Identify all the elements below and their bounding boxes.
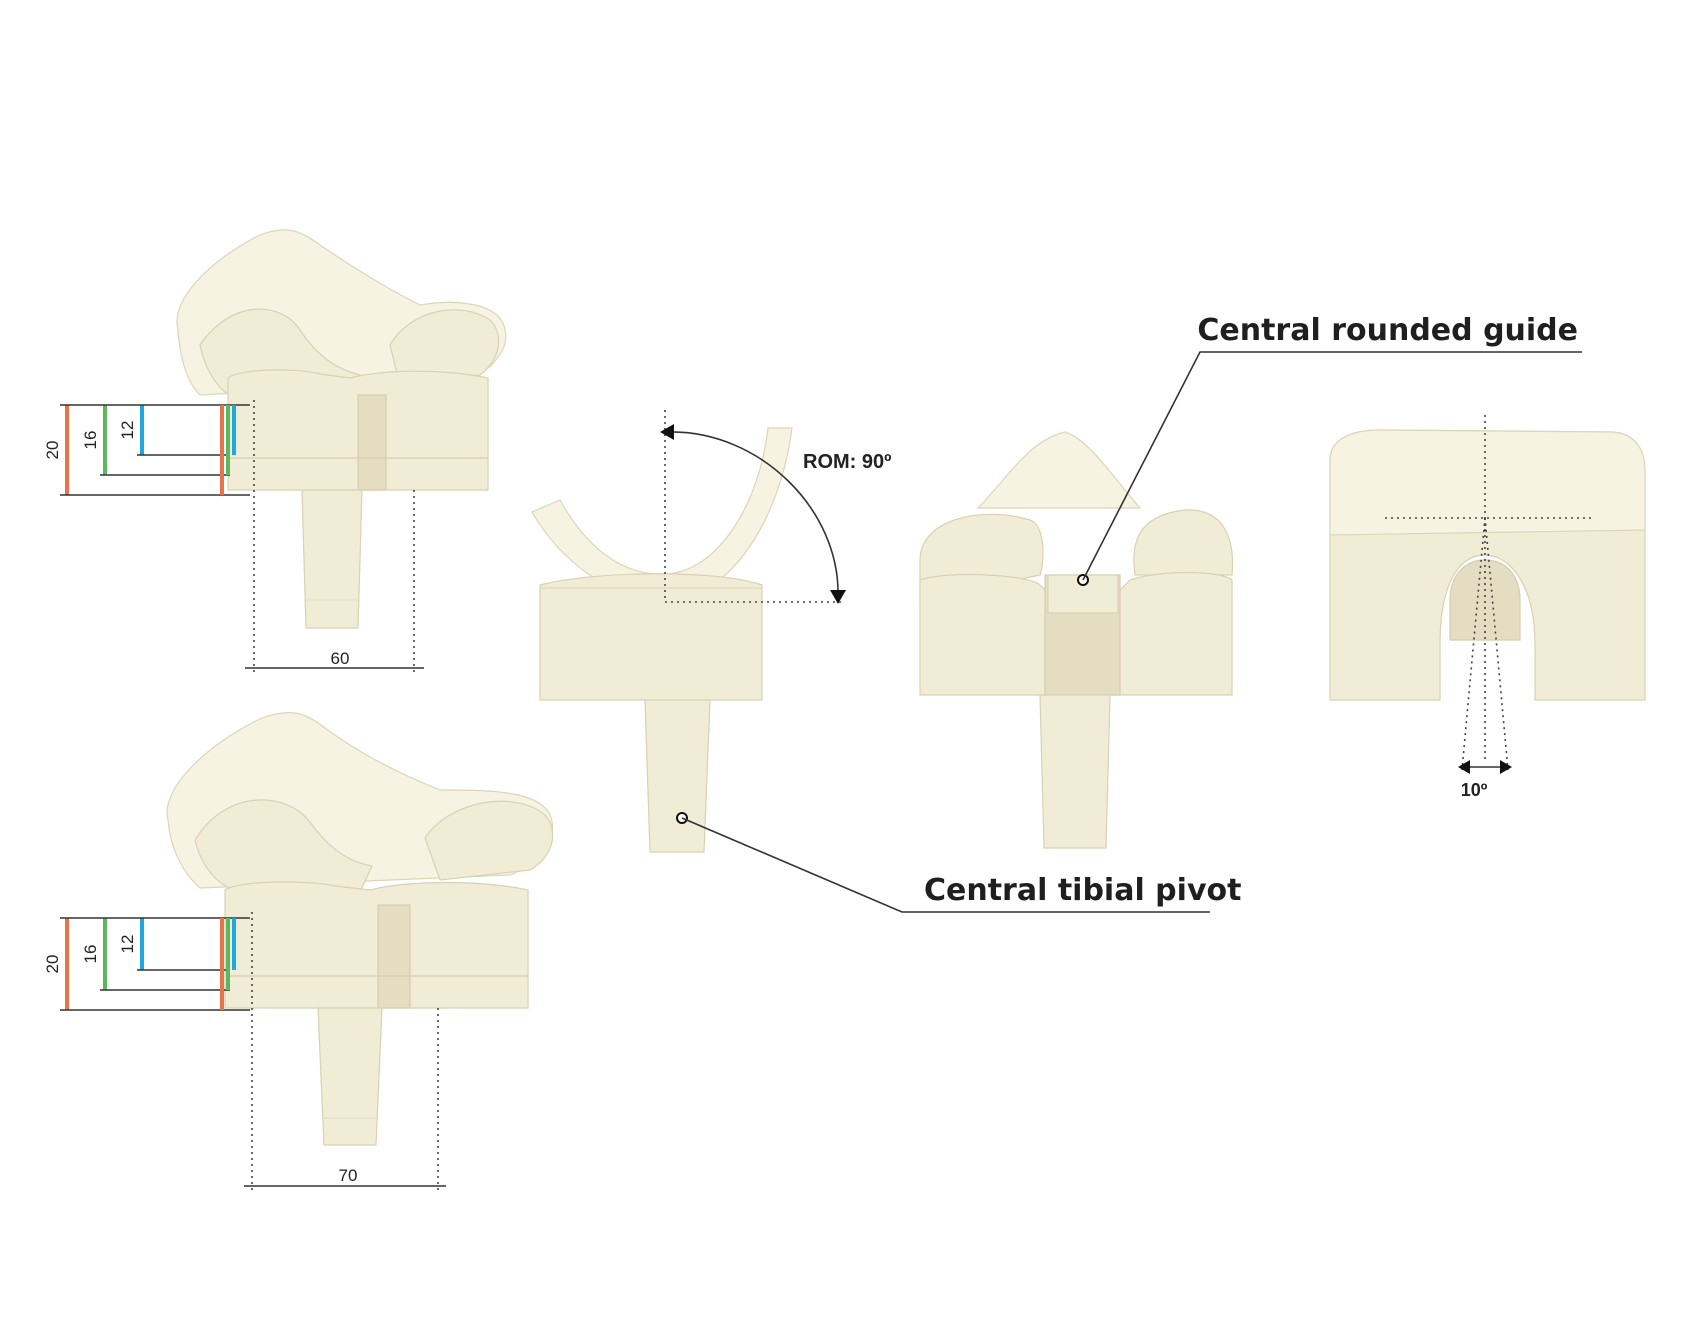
angle-label: 10º [1461,780,1488,800]
implant-b-dim-16: 16 [81,945,100,964]
callout-guide-label: Central rounded guide [1197,313,1578,348]
callout-pivot-label: Central tibial pivot [924,873,1241,908]
callout-guide: Central rounded guide [1082,313,1582,581]
side-view-tibial [539,573,763,701]
implant-a-width-label: 60 [331,649,350,668]
implant-b-width-label: 70 [339,1166,358,1185]
implant-b-tibial [224,881,529,1009]
rom-label: ROM: 90º [803,451,891,473]
front-view-stem [1039,694,1111,849]
callout-pivot: Central tibial pivot [681,817,1241,913]
implant-a-dim-20: 20 [43,441,62,460]
implant-a-dim-16: 16 [81,431,100,450]
implant-b: 20 16 12 70 [43,711,554,1192]
implant-b-dim-20: 20 [43,955,62,974]
side-view: ROM: 90º [531,410,891,853]
implant-b-dim-12: 12 [118,935,137,954]
implant-a-stem [301,489,363,629]
implant-a-dim-12: 12 [118,421,137,440]
side-view-stem [644,699,711,853]
front-view [919,431,1234,849]
implant-a: 20 16 12 60 [43,229,507,675]
implant-b-stem [317,1007,383,1146]
rear-view: 10º [1329,415,1646,800]
front-view-femoral [976,431,1142,509]
